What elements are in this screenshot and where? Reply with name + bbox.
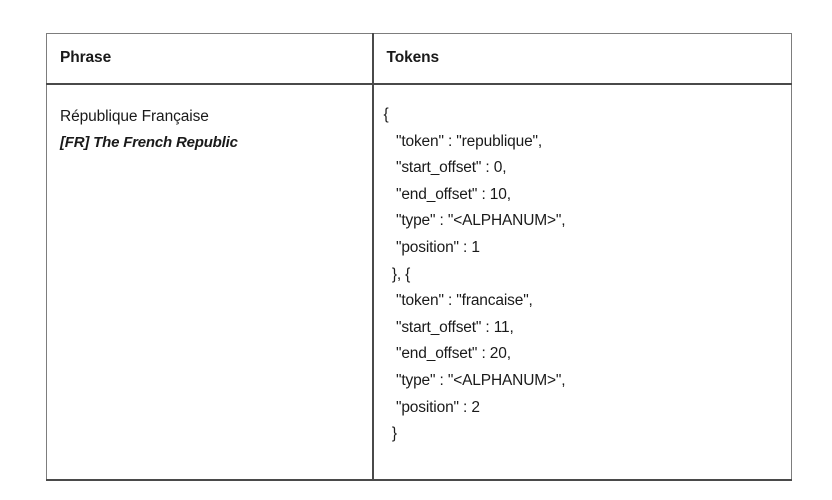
table-header-row: Phrase Tokens: [46, 33, 792, 85]
json-line: "token" : "republique",: [383, 132, 543, 150]
json-line: }, {: [383, 265, 411, 283]
phrase-cell-content: République Française [FR] The French Rep…: [47, 85, 372, 156]
phrase-primary-text: République Française: [60, 108, 209, 125]
json-line: "position" : 1: [383, 238, 480, 256]
phrase-tokens-table: Phrase Tokens République Française [FR] …: [46, 33, 792, 481]
json-line: "end_offset" : 20,: [383, 345, 511, 363]
column-header-phrase-label: Phrase: [60, 49, 112, 66]
json-line: }: [383, 425, 397, 443]
json-line: "token" : "francaise",: [383, 292, 533, 310]
json-line: "type" : "<ALPHANUM>",: [383, 371, 566, 389]
cell-phrase: République Française [FR] The French Rep…: [46, 84, 374, 481]
phrase-tokens-table-container: Phrase Tokens République Française [FR] …: [46, 33, 792, 481]
table-header: Phrase Tokens: [46, 33, 792, 85]
tokens-json-block: { "token" : "republique", "start_offset"…: [374, 85, 792, 448]
json-line: "end_offset" : 10,: [383, 185, 511, 203]
column-header-phrase: Phrase: [46, 33, 374, 85]
phrase-translation-text: [FR] The French Republic: [60, 134, 238, 151]
json-line: {: [383, 106, 389, 123]
json-line: "position" : 2: [383, 398, 480, 416]
table-row: République Française [FR] The French Rep…: [46, 84, 792, 481]
table-body: République Française [FR] The French Rep…: [46, 84, 792, 481]
json-line: "start_offset" : 0,: [383, 159, 507, 177]
json-line: "start_offset" : 11,: [383, 318, 514, 336]
cell-tokens: { "token" : "republique", "start_offset"…: [372, 84, 792, 481]
json-line: "type" : "<ALPHANUM>",: [383, 212, 566, 230]
column-header-tokens-label: Tokens: [386, 49, 440, 66]
column-header-tokens: Tokens: [372, 33, 792, 85]
